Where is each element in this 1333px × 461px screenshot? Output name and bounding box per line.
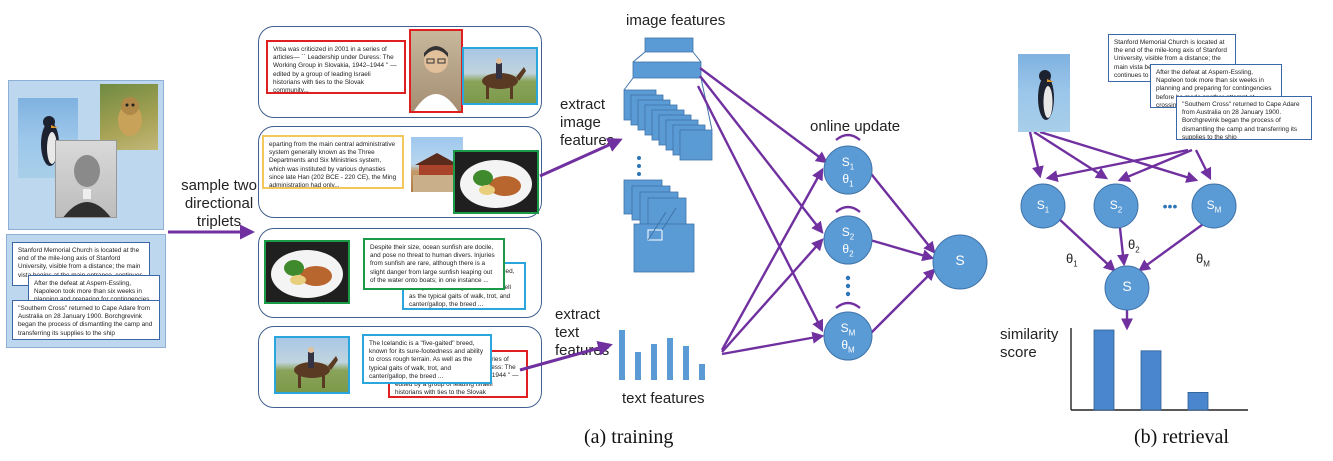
cnn-dots: [637, 156, 641, 176]
extract-image-arrow: [539, 138, 623, 178]
query-penguin-photo: [1018, 54, 1070, 132]
text-features-label: text features: [622, 390, 705, 407]
similarity-bar-2: [1140, 350, 1162, 411]
horse-photo-2: [274, 336, 350, 394]
cnn-feature-stack: [623, 37, 713, 273]
horse-photo-1: [462, 47, 538, 105]
extract-text-label: extract text features: [555, 306, 610, 359]
node-s-output-label: S: [955, 252, 965, 268]
theta1-label: θ1: [1066, 251, 1078, 269]
query-southern-text: ''Southern Cross'' returned to Cape Adar…: [1176, 96, 1312, 140]
vrba-text: Vrba was criticized in 2001 in a series …: [266, 40, 406, 94]
portrait-photo: [55, 140, 117, 218]
similarity-score-label: similarity score: [1000, 326, 1059, 361]
man-photo: [409, 29, 463, 113]
node-s1-label: S1 θ1: [841, 155, 855, 189]
ensemble-nodes: [823, 145, 988, 361]
extract-image-label: extract image features: [560, 96, 615, 149]
node-sm-label: SM θM: [840, 321, 856, 355]
retrieval-sm-label: SM: [1206, 198, 1222, 215]
similarity-bar-3: [1187, 391, 1209, 411]
ming-text: eparting from the main central administr…: [262, 135, 404, 189]
node-s2-label: S2 θ2: [841, 225, 855, 259]
online-update-label: online update: [810, 118, 901, 135]
theta2-label: θ2: [1128, 237, 1140, 255]
penguin-photo: [18, 98, 78, 178]
sample-label: sample two directional triplets: [181, 177, 257, 230]
food-photo-1: [453, 150, 539, 214]
retrieval-s1-label: S1: [1036, 198, 1050, 215]
southern-cross-text: ''Southern Cross'' returned to Cape Adar…: [12, 300, 160, 340]
sunfish-text: Despite their size, ocean sunfish are do…: [363, 238, 505, 290]
icelandic-text: The Icelandic is a "five-gaited" breed, …: [362, 334, 492, 384]
monkey-photo: [100, 84, 158, 150]
image-features-label: image features: [626, 12, 726, 29]
food-photo-2: [264, 240, 350, 304]
similarity-bar-1: [1093, 329, 1115, 411]
text-feature-bars: [619, 330, 705, 380]
thetaM-label: θM: [1196, 251, 1210, 269]
caption-retrieval: (b) retrieval: [1134, 426, 1229, 448]
feature-arrows: [696, 67, 936, 356]
retrieval-s2-label: S2: [1109, 198, 1123, 215]
similarity-bars: [1093, 329, 1209, 411]
retrieval-arrows: [1028, 130, 1212, 331]
retrieval-nodes: [1020, 183, 1237, 311]
extract-text-arrow: [519, 340, 613, 372]
caption-training: (a) training: [584, 426, 674, 448]
ensemble-dots: [845, 275, 851, 297]
retrieval-ellipsis: •••: [1162, 198, 1178, 214]
retrieval-s-label: S: [1122, 278, 1132, 294]
online-update-arcs: [835, 133, 861, 309]
